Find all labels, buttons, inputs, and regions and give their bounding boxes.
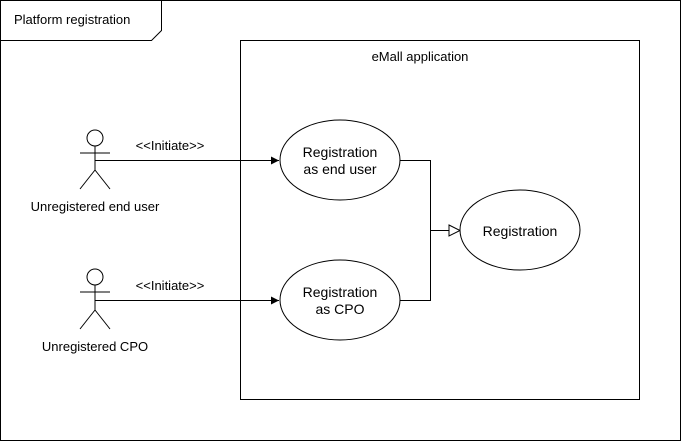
system-title: eMall application <box>372 49 469 64</box>
use-case-registration-cpo: Registration as CPO <box>279 259 401 341</box>
use-case-ellipse <box>279 119 401 201</box>
actor-unregistered-cpo: Unregistered CPO <box>42 268 148 354</box>
use-case-ellipse <box>459 189 581 271</box>
actor-unregistered-end-user: Unregistered end user <box>31 129 160 214</box>
actor-left-leg <box>79 169 96 190</box>
actor-right-leg <box>94 169 111 190</box>
use-case-registration: Registration <box>459 189 581 271</box>
use-case-label-line1: Registration <box>303 284 378 300</box>
actor-right-leg <box>94 309 111 330</box>
association-label-cpo: <<Initiate>> <box>136 278 205 293</box>
actor-head <box>86 129 104 147</box>
frame-title-tab <box>0 0 162 41</box>
use-case-ellipse <box>279 259 401 341</box>
actor-label: Unregistered CPO <box>42 339 148 354</box>
actor-left-leg <box>79 309 96 330</box>
use-case-label-line2: as end user <box>303 161 376 177</box>
use-case-label-line2: as CPO <box>315 301 364 317</box>
system-boundary <box>240 40 640 400</box>
association-label-end-user: <<Initiate>> <box>136 138 205 153</box>
use-case-registration-end-user: Registration as end user <box>279 119 401 201</box>
frame-title: Platform registration <box>14 12 130 27</box>
actor-head <box>86 268 104 286</box>
use-case-label: Registration <box>483 223 558 239</box>
actor-label: Unregistered end user <box>31 199 160 214</box>
use-case-label-line1: Registration <box>303 144 378 160</box>
generalization-line-cpo <box>400 230 431 301</box>
generalization-line-end-user <box>400 160 449 231</box>
generalization-arrowhead <box>448 224 462 237</box>
